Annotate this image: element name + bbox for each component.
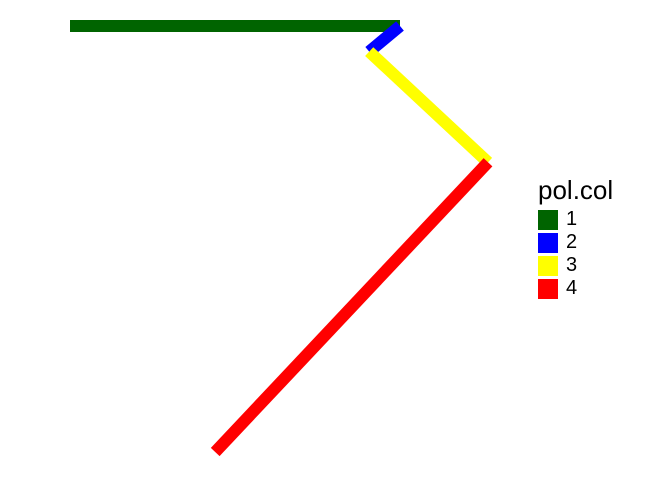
legend-label-1: 1 — [566, 208, 578, 230]
series-4-line — [210, 158, 493, 457]
legend-swatch-3 — [538, 255, 558, 276]
legend-swatch-1 — [538, 209, 558, 230]
legend-swatch-2 — [538, 232, 558, 253]
legend-title: pol.col — [538, 175, 614, 205]
legend-item-4: 4 — [538, 277, 613, 300]
legend-label-3: 3 — [566, 254, 578, 276]
series-3-line — [365, 47, 493, 167]
legend-label-2: 2 — [566, 231, 578, 253]
series-2-line — [365, 21, 404, 57]
legend-item-1: 1 — [538, 208, 613, 231]
legend-swatch-4 — [538, 278, 558, 299]
legend-item-3: 3 — [538, 254, 613, 277]
legend-item-2: 2 — [538, 231, 613, 254]
legend-label-4: 4 — [566, 277, 578, 299]
